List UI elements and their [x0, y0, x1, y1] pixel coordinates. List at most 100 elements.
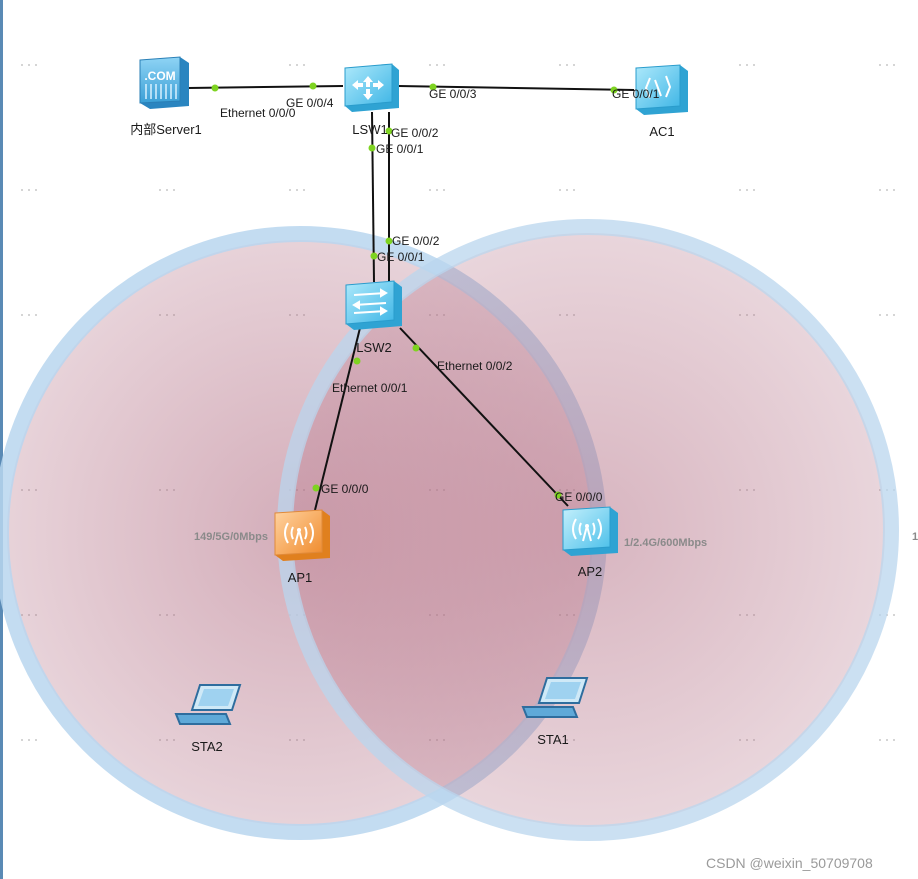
- port-label: GE 0/0/0: [555, 490, 603, 504]
- grid-dot: [886, 739, 888, 741]
- laptop-icon: [174, 684, 242, 725]
- port-label: Ethernet 0/0/1: [332, 381, 408, 395]
- grid-dot: [886, 189, 888, 191]
- grid-dot: [443, 64, 445, 66]
- grid-dot: [35, 314, 37, 316]
- ap1-device[interactable]: AP1: [274, 509, 330, 585]
- port-dot: [370, 252, 378, 260]
- grid-dot: [573, 64, 575, 66]
- ap1-radio-info: 149/5G/0Mbps: [194, 531, 268, 543]
- ac1-label: AC1: [649, 124, 674, 139]
- access-point-icon: [274, 509, 330, 561]
- grid-dot: [739, 189, 741, 191]
- grid-dot: [296, 64, 298, 66]
- links: [187, 85, 635, 511]
- grid-dot: [879, 64, 881, 66]
- grid-dot: [893, 614, 895, 616]
- grid-dot: [443, 189, 445, 191]
- link-lsw2-ap1[interactable]: [314, 327, 361, 511]
- grid-dot: [893, 189, 895, 191]
- port-label: Ethernet 0/0/0: [220, 106, 296, 120]
- grid-dot: [21, 189, 23, 191]
- laptop-icon: [521, 677, 589, 718]
- link-lsw1-ac1[interactable]: [397, 85, 635, 91]
- grid-dot: [21, 739, 23, 741]
- port-label: GE 0/0/2: [392, 234, 440, 248]
- port-label: GE 0/0/3: [429, 87, 477, 101]
- ap1-label: AP1: [288, 570, 313, 585]
- grid-dot: [429, 64, 431, 66]
- grid-dot: [739, 64, 741, 66]
- ac1-device[interactable]: AC1: [635, 64, 688, 139]
- sta1-device[interactable]: STA1: [521, 677, 589, 747]
- port-label: GE 0/0/4: [286, 96, 334, 110]
- grid-dot: [35, 189, 37, 191]
- link-lsw2-ap2[interactable]: [399, 327, 569, 507]
- grid-dot: [296, 189, 298, 191]
- grid-dot: [566, 64, 568, 66]
- server-icon-text: .COM: [144, 69, 175, 83]
- grid-dot: [893, 739, 895, 741]
- grid-dot: [303, 189, 305, 191]
- port-label: GE 0/0/1: [376, 142, 424, 156]
- grid-dot: [566, 189, 568, 191]
- grid-dot: [879, 739, 881, 741]
- grid-dot: [21, 64, 23, 66]
- ap2-label: AP2: [578, 564, 603, 579]
- port-dot: [312, 484, 320, 492]
- lsw1-label: LSW1: [352, 122, 387, 137]
- port-dots: [211, 82, 618, 499]
- port-dot: [368, 144, 376, 152]
- grid-dot: [28, 739, 30, 741]
- port-label: GE 0/0/1: [612, 87, 660, 101]
- grid-dot: [886, 314, 888, 316]
- port-dot: [353, 357, 361, 365]
- port-label: GE 0/0/2: [391, 126, 439, 140]
- lsw2-label: LSW2: [356, 340, 391, 355]
- access-point-icon: [562, 506, 618, 556]
- grid-dot: [35, 64, 37, 66]
- port-label: Ethernet 0/0/2: [437, 359, 513, 373]
- sta2-label: STA2: [191, 739, 223, 754]
- port-dot: [385, 237, 393, 245]
- grid-dot: [746, 64, 748, 66]
- grid-dot: [159, 189, 161, 191]
- grid-dot: [28, 64, 30, 66]
- lsw1-device[interactable]: LSW1: [344, 63, 399, 137]
- server-device[interactable]: .COM 内部Server1: [130, 56, 202, 137]
- link-server-lsw1[interactable]: [187, 85, 344, 89]
- grid-dot: [893, 314, 895, 316]
- grid-dot: [173, 189, 175, 191]
- grid-dot: [893, 64, 895, 66]
- lsw2-device[interactable]: LSW2: [345, 280, 402, 355]
- grid-dot: [28, 314, 30, 316]
- edge-radio-info: 1: [912, 531, 918, 543]
- switch-icon: [344, 63, 399, 112]
- grid-dot: [573, 189, 575, 191]
- sta2-device[interactable]: STA2: [174, 684, 242, 754]
- grid-dot: [753, 189, 755, 191]
- access-controller-icon: [635, 64, 688, 115]
- server-icon: .COM: [139, 56, 189, 109]
- port-dot: [610, 86, 618, 94]
- grid-dot: [879, 189, 881, 191]
- ap2-device[interactable]: AP2: [562, 506, 618, 579]
- grid-dot: [879, 314, 881, 316]
- grid-dot: [429, 189, 431, 191]
- port-dot: [309, 82, 317, 90]
- grid-dot: [35, 739, 37, 741]
- grid-dot: [746, 189, 748, 191]
- port-dot: [554, 491, 562, 499]
- port-label: GE 0/0/1: [377, 250, 425, 264]
- port-label: GE 0/0/0: [321, 482, 369, 496]
- grid-dot: [303, 64, 305, 66]
- grid-dot: [289, 64, 291, 66]
- grid-dot: [559, 189, 561, 191]
- port-dot: [412, 344, 420, 352]
- grid-dot: [166, 189, 168, 191]
- grid-dot: [886, 64, 888, 66]
- grid-dot: [753, 64, 755, 66]
- port-dot: [429, 83, 437, 91]
- server-label: 内部Server1: [130, 122, 202, 137]
